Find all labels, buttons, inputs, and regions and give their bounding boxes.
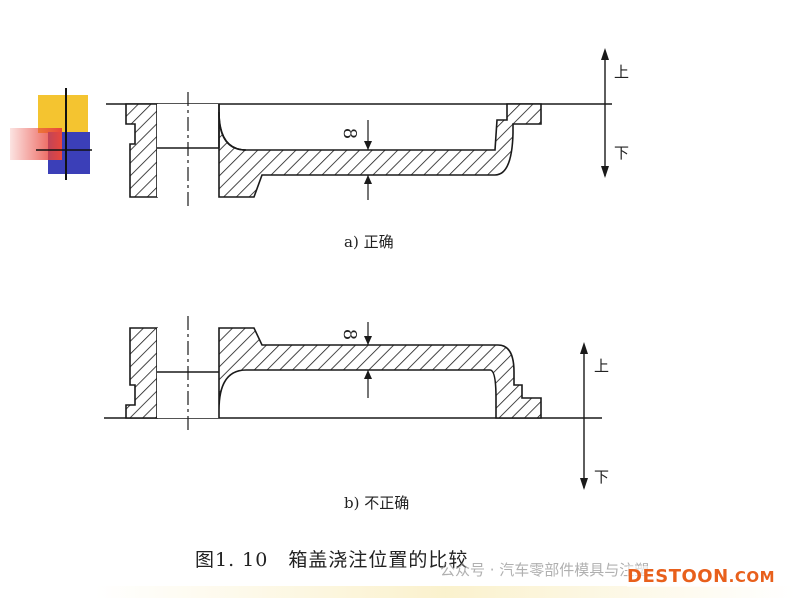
watermark-text: 公众号 · 汽车零部件模具与注塑 bbox=[440, 561, 650, 579]
left-boss-a bbox=[125, 103, 158, 198]
logo-main: DESTOON bbox=[627, 566, 729, 587]
base-wall-b bbox=[218, 327, 542, 419]
direction-down-b: 下 bbox=[594, 468, 610, 486]
base-wall-a bbox=[218, 103, 542, 198]
site-logo: DESTOON.COM bbox=[627, 566, 776, 587]
thickness-label-a: 8 bbox=[339, 127, 361, 140]
caption-a: a) 正确 bbox=[344, 233, 394, 251]
left-boss-b bbox=[125, 327, 158, 419]
figure-title: 图1. 10 箱盖浇注位置的比较 bbox=[195, 549, 469, 571]
direction-down-a: 下 bbox=[614, 144, 630, 162]
logo-suffix: .COM bbox=[728, 568, 776, 586]
direction-up-a: 上 bbox=[614, 63, 630, 81]
caption-b: b) 不正确 bbox=[344, 494, 410, 512]
thickness-label-b: 8 bbox=[339, 328, 361, 341]
bottom-highlight-band bbox=[95, 586, 795, 598]
section-a-correct bbox=[106, 48, 612, 206]
decorative-squares bbox=[10, 88, 92, 180]
section-b-incorrect bbox=[104, 316, 602, 490]
direction-up-b: 上 bbox=[594, 357, 610, 375]
